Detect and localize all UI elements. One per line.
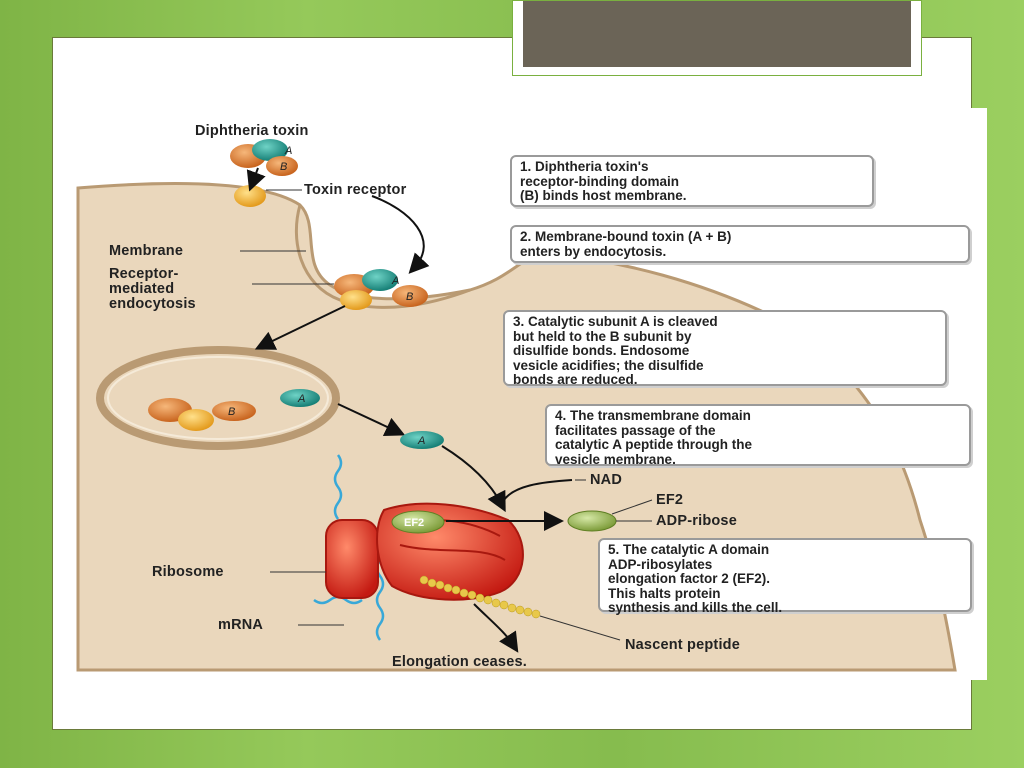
ef2-adp-ribose	[567, 510, 617, 532]
title-bar	[523, 1, 911, 67]
svg-text:B: B	[406, 291, 413, 303]
svg-text:A: A	[297, 393, 305, 405]
label-ribosome: Ribosome	[152, 564, 224, 580]
svg-text:A: A	[417, 435, 425, 447]
toxin-free: A B	[230, 139, 298, 176]
step-3-box: 3. Catalytic subunit A is cleaved but he…	[503, 310, 947, 387]
label-toxin-receptor: Toxin receptor	[304, 182, 407, 198]
step-1-box: 1. Diphtheria toxin's receptor-binding d…	[510, 155, 874, 207]
label-diphtheria-toxin: Diphtheria toxin	[195, 123, 309, 139]
label-ef2: EF2	[656, 492, 684, 508]
toxin-a-label: A	[284, 145, 292, 157]
label-membrane: Membrane	[109, 243, 184, 259]
label-receptor-mediated-3: endocytosis	[109, 296, 196, 312]
label-receptor-mediated-1: Receptor-	[109, 266, 179, 282]
label-mrna: mRNA	[218, 617, 264, 633]
svg-text:A: A	[391, 275, 399, 287]
ef2-on-ribosome: EF2	[391, 510, 445, 534]
svg-text:EF2: EF2	[404, 517, 424, 529]
toxin-b-label: B	[280, 161, 287, 173]
membrane-pit	[294, 204, 471, 309]
toxin-in-vesicle: B A	[148, 389, 320, 431]
nascent-peptide	[419, 575, 541, 619]
catalytic-a-free: A	[400, 431, 444, 449]
label-elongation-ceases: Elongation ceases.	[392, 654, 527, 670]
step-4-box: 4. The transmembrane domain facilitates …	[545, 404, 971, 466]
step-5-box: 5. The catalytic A domain ADP-ribosylate…	[598, 538, 972, 615]
label-nad: NAD	[590, 472, 623, 488]
step-2-box: 2. Membrane-bound toxin (A + B) enters b…	[510, 225, 970, 263]
label-adp-ribose: ADP-ribose	[656, 513, 737, 529]
label-receptor-mediated-2: mediated	[109, 281, 175, 297]
toxin-receptor	[234, 185, 266, 207]
svg-text:B: B	[228, 406, 235, 418]
toxin-in-pit: A B	[334, 269, 428, 310]
label-nascent-peptide: Nascent peptide	[625, 637, 740, 653]
title-box	[512, 0, 922, 76]
